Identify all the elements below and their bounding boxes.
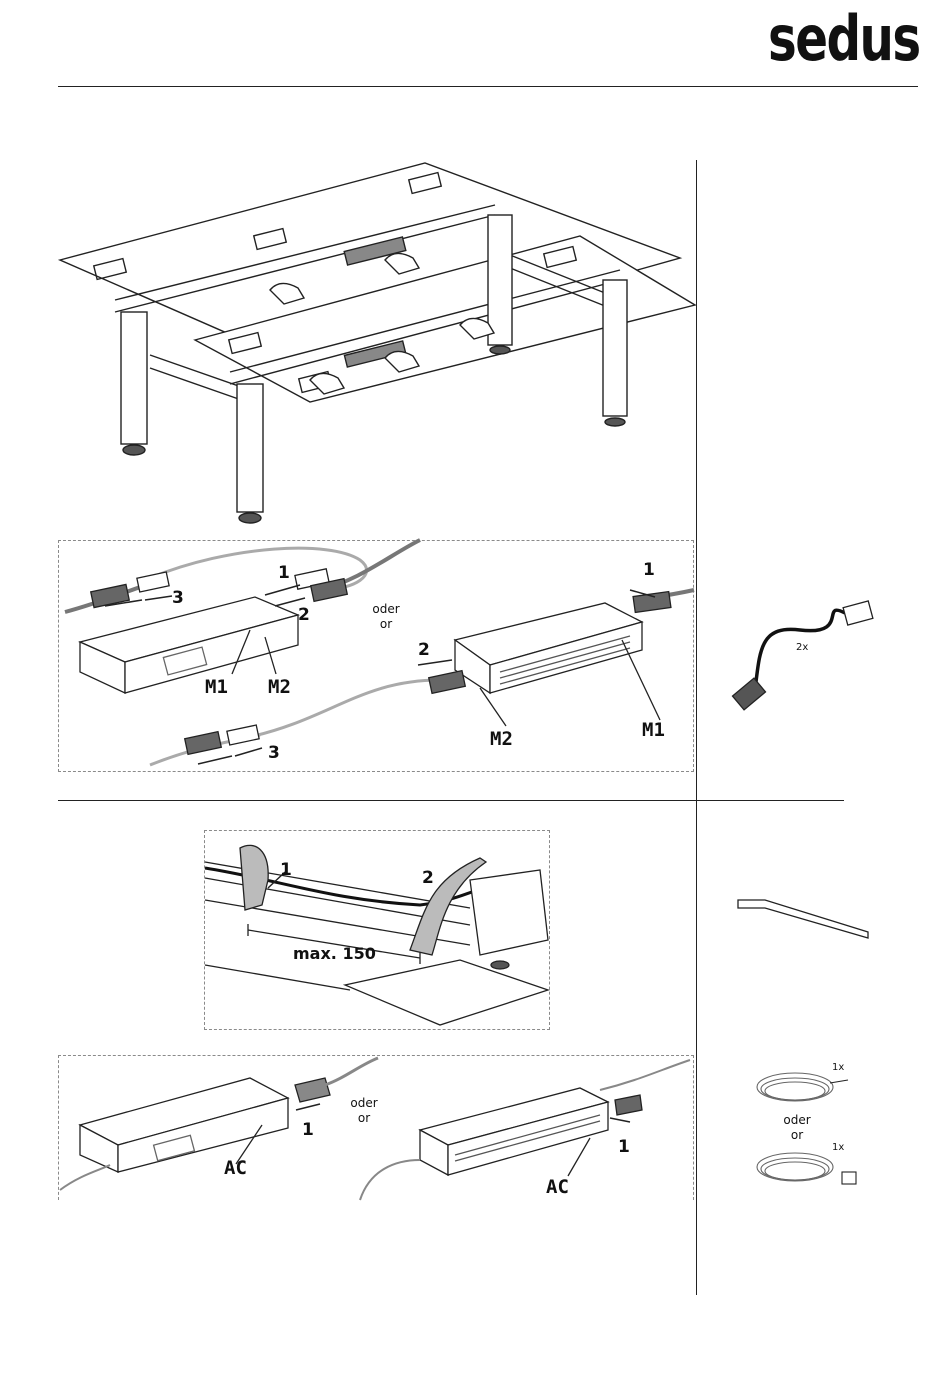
parts-or-text: or xyxy=(776,1128,818,1143)
parts-oder-text: oder xyxy=(776,1113,818,1128)
quantity-label-1x-b: 1x xyxy=(832,1142,844,1153)
power-cable-parts xyxy=(0,0,950,1210)
parts-alternative-text: oder or xyxy=(776,1113,818,1143)
quantity-label-1x-a: 1x xyxy=(832,1062,844,1073)
